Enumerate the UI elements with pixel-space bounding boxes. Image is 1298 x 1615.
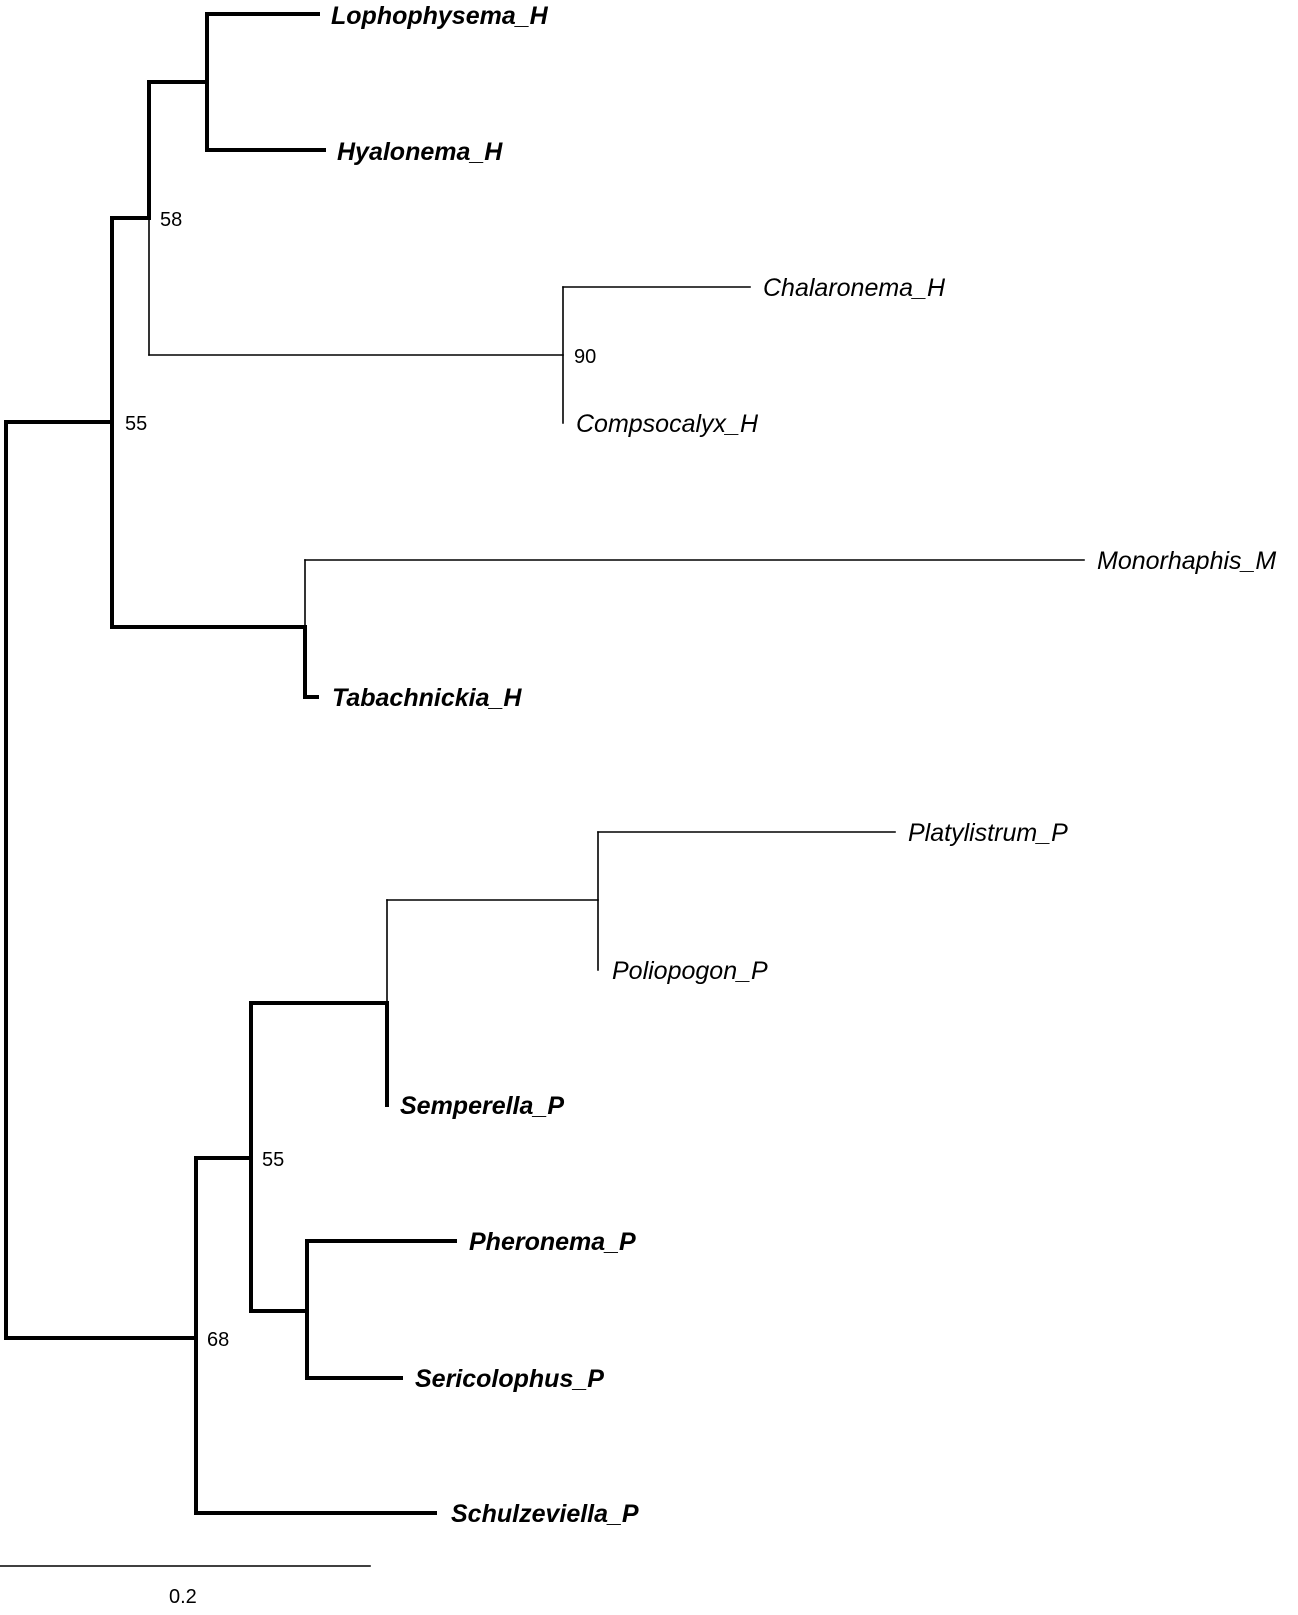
support-values: 58 90 55 55 68: [125, 209, 596, 1351]
leaf-labels: Lophophysema_H Hyalonema_H Chalaronema_H…: [331, 2, 1276, 1528]
leaf-chalaronema: Chalaronema_H: [763, 274, 946, 302]
support-value: 90: [574, 346, 596, 368]
support-value: 55: [262, 1149, 284, 1171]
leaf-pheronema: Pheronema_P: [469, 1228, 636, 1256]
leaf-compsocalyx: Compsocalyx_H: [576, 410, 759, 438]
leaf-monorhaphis: Monorhaphis_M: [1097, 547, 1276, 575]
leaf-semperella: Semperella_P: [400, 1092, 564, 1120]
leaf-sericolophus: Sericolophus_P: [415, 1365, 604, 1393]
support-value: 58: [160, 209, 182, 231]
leaf-platylistrum: Platylistrum_P: [908, 819, 1068, 847]
tree-branches: [0, 12, 1085, 1567]
support-value: 55: [125, 413, 147, 435]
leaf-hyalonema: Hyalonema_H: [337, 138, 503, 166]
leaf-lophophysema: Lophophysema_H: [331, 2, 549, 30]
leaf-poliopogon: Poliopogon_P: [612, 957, 768, 985]
leaf-tabachnickia: Tabachnickia_H: [332, 684, 522, 712]
support-value: 68: [207, 1329, 229, 1351]
scale-bar-label: 0.2: [169, 1586, 197, 1608]
leaf-schulzeviella: Schulzeviella_P: [451, 1500, 639, 1528]
